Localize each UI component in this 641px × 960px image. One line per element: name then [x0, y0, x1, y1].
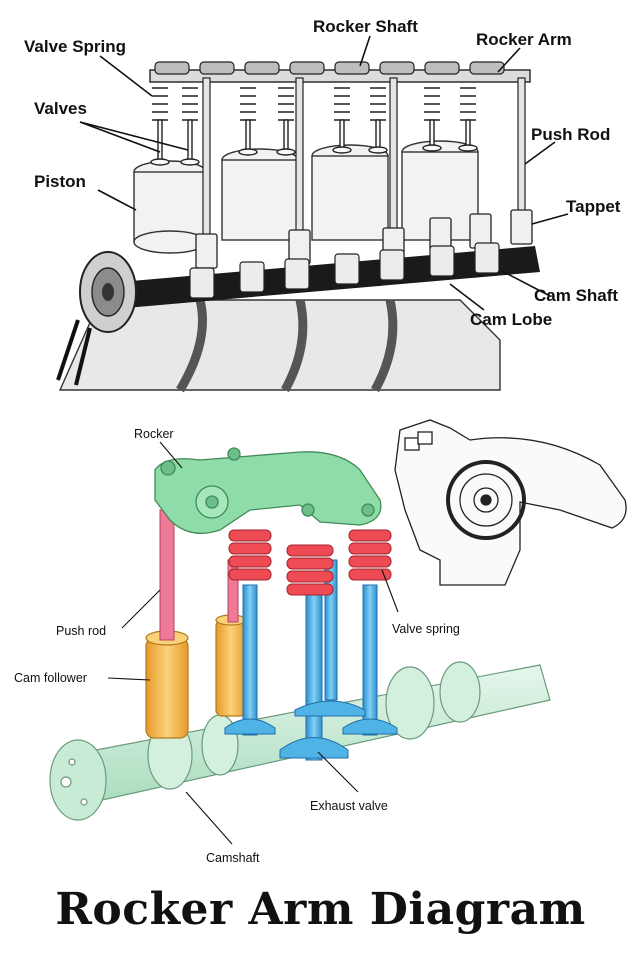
- tappets: [195, 209, 533, 269]
- label-push-rod-colored: Push rod: [56, 624, 106, 638]
- cam-pulley: [56, 251, 137, 386]
- label-valve-spring-colored: Valve spring: [392, 622, 460, 636]
- valve-springs-colored: [228, 529, 392, 596]
- leader-lines-top: [79, 35, 569, 311]
- label-camshaft: Camshaft: [206, 851, 260, 865]
- label-rocker-shaft: Rocker Shaft: [313, 17, 418, 36]
- rocker-mechanism-diagram: Rocker Push rod Valve spring Cam followe…: [14, 419, 627, 865]
- cam-followers: [145, 614, 247, 739]
- label-rocker-arm: Rocker Arm: [476, 30, 572, 49]
- label-push-rod: Push Rod: [531, 125, 610, 144]
- label-tappet: Tappet: [566, 197, 621, 216]
- pistons: [133, 140, 479, 254]
- cam-shaft: [120, 242, 540, 308]
- rocker-outline-inset: [394, 419, 627, 586]
- label-piston: Piston: [34, 172, 86, 191]
- valve-springs: [152, 87, 476, 121]
- page-title: Rocker Arm Diagram: [55, 884, 586, 935]
- rocker-arms: [154, 61, 505, 75]
- label-cam-shaft: Cam Shaft: [534, 286, 618, 305]
- label-cam-lobe: Cam Lobe: [470, 310, 552, 329]
- exhaust-valves: [224, 559, 398, 761]
- label-rocker: Rocker: [134, 427, 174, 441]
- leader-lines-bottom: [107, 441, 399, 845]
- connecting-rods: [176, 298, 398, 393]
- label-valves: Valves: [34, 99, 87, 118]
- rocker-arms-colored: [154, 447, 382, 534]
- label-exhaust-valve: Exhaust valve: [310, 799, 388, 813]
- label-cam-follower: Cam follower: [14, 671, 87, 685]
- label-valve-spring: Valve Spring: [24, 37, 126, 56]
- engine-diagram-top: Valve Spring Rocker Shaft Rocker Arm Val…: [24, 17, 621, 393]
- valves: [150, 119, 478, 166]
